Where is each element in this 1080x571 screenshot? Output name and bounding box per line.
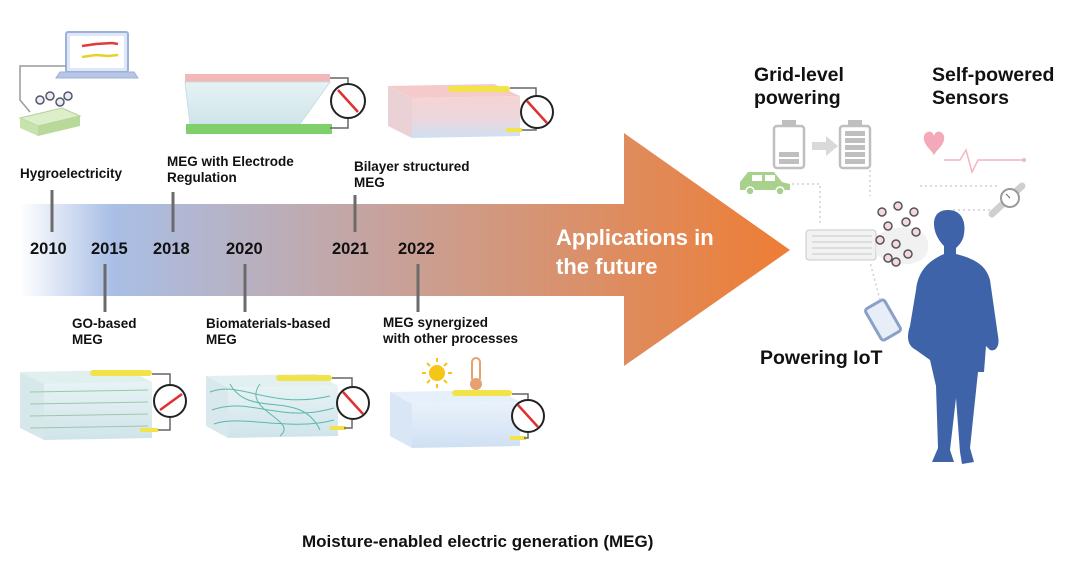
battery-charging-illustration — [772, 120, 872, 170]
powering-iot-label: Powering IoT — [760, 347, 883, 369]
smartphone-icon — [864, 298, 902, 342]
go-based-device-illustration — [20, 370, 187, 440]
charge-arrow-icon — [812, 136, 838, 156]
synergized-device-illustration — [390, 357, 545, 448]
bilayer-device-illustration — [388, 84, 554, 138]
year-2022: 2022 — [398, 240, 435, 258]
year-2010: 2010 — [30, 240, 67, 258]
sun-icon — [422, 358, 452, 388]
arrow-future-text: Applications in the future — [556, 225, 714, 279]
full-battery-icon — [838, 120, 872, 170]
biomaterials-device-illustration — [206, 374, 370, 438]
connector-lines — [792, 170, 1000, 301]
year-2021: 2021 — [332, 240, 369, 258]
meg-module-illustration — [805, 201, 929, 267]
person-silhouette — [908, 210, 999, 464]
grid-level-powering-label: Grid-level powering — [754, 64, 844, 109]
milestone-2022-label: MEG synergized with other processes — [383, 315, 519, 346]
milestone-2015-label: GO-based MEG — [72, 316, 137, 347]
milestone-2020-label: Biomaterials-based MEG — [206, 316, 331, 347]
heartbeat-icon — [923, 131, 1026, 175]
thermometer-icon — [470, 357, 482, 390]
hygroelectricity-device-illustration — [18, 31, 139, 136]
car-icon — [740, 172, 790, 196]
year-2020: 2020 — [226, 240, 263, 258]
timeline-ticks — [50, 190, 420, 312]
milestone-2021-label: Bilayer structured MEG — [354, 159, 470, 190]
milestone-2018-label: MEG with Electrode Regulation — [167, 154, 294, 185]
year-2018: 2018 — [153, 240, 190, 258]
year-2015: 2015 — [91, 240, 128, 258]
milestone-2010-label: Hygroelectricity — [20, 166, 123, 181]
timeline-arrow — [20, 133, 790, 366]
empty-battery-icon — [772, 120, 806, 170]
self-powered-sensors-label: Self-powered Sensors — [932, 64, 1055, 109]
smartwatch-icon — [988, 182, 1026, 218]
electrode-regulation-device-illustration — [184, 74, 366, 134]
figure-caption: Moisture-enabled electric generation (ME… — [302, 532, 654, 551]
